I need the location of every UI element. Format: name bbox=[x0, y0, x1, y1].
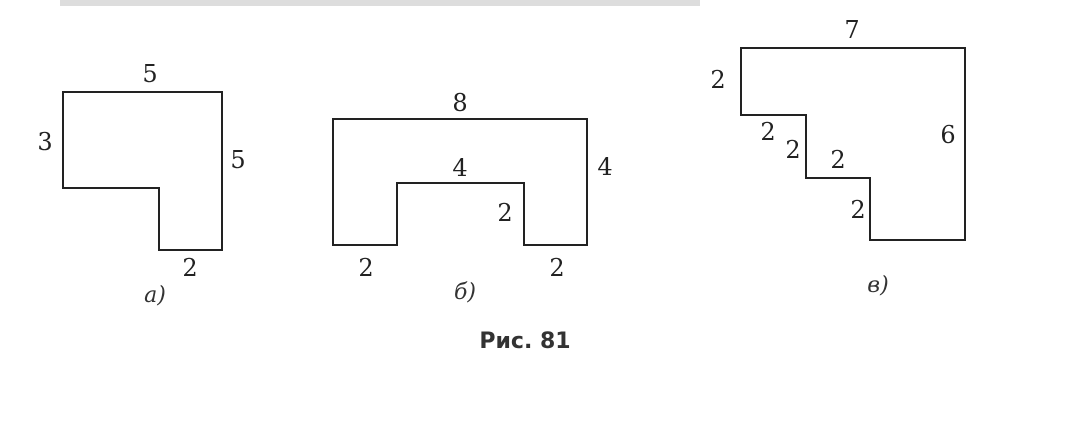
dim-bottom-right: 2 bbox=[549, 254, 564, 282]
dim-step2-v: 2 bbox=[850, 196, 865, 224]
figure-caption: Рис. 81 bbox=[479, 329, 570, 354]
dim-top: 5 bbox=[142, 60, 157, 88]
figure-a: 5 3 5 2 а) bbox=[37, 60, 245, 308]
shape-a bbox=[62, 91, 223, 251]
figure-c: 7 2 6 2 2 2 2 в) bbox=[710, 16, 966, 298]
dim-left: 3 bbox=[37, 128, 52, 156]
dim-inner-top: 4 bbox=[452, 154, 467, 182]
figure-label: б) bbox=[454, 280, 476, 305]
dim-right: 5 bbox=[230, 146, 245, 174]
shape-b bbox=[332, 118, 588, 246]
figure-label: в) bbox=[867, 273, 888, 298]
cropped-text-line bbox=[60, 0, 700, 6]
figure-label: а) bbox=[144, 283, 166, 308]
dim-step1-h: 2 bbox=[760, 118, 775, 146]
dim-step2-h: 2 bbox=[830, 146, 845, 174]
dim-left: 2 bbox=[710, 66, 725, 94]
dim-bottom-left: 2 bbox=[358, 254, 373, 282]
dim-bottom: 2 bbox=[182, 254, 197, 282]
dim-inner-side: 2 bbox=[497, 199, 512, 227]
dim-top: 8 bbox=[452, 89, 467, 117]
figure-b: 8 4 4 2 2 2 б) bbox=[332, 89, 613, 305]
dim-step1-v: 2 bbox=[785, 136, 800, 164]
shape-c bbox=[740, 47, 966, 241]
dim-right: 4 bbox=[597, 153, 612, 181]
dim-right: 6 bbox=[940, 121, 955, 149]
dim-top: 7 bbox=[844, 16, 859, 44]
